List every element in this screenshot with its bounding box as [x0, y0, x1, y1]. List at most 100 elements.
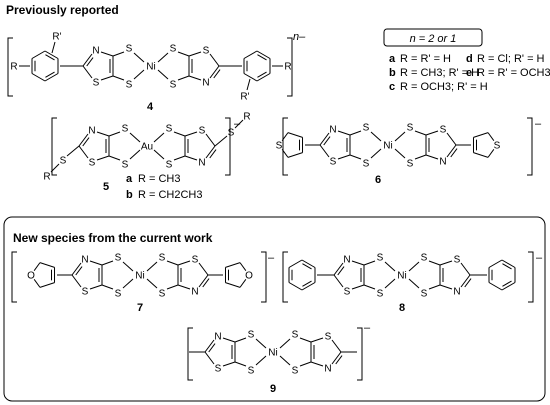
bond-line: [446, 132, 457, 146]
double-bond-line: [337, 266, 345, 276]
compound4-number: 4: [147, 101, 154, 113]
compound4-legend: a R = R' = H b R = CH3; R' = H c R = OCH…: [389, 53, 550, 93]
bond-line: [112, 51, 125, 57]
bond-line: [473, 132, 489, 138]
bond-line: [198, 262, 209, 276]
new-species-box: [3, 216, 546, 402]
bond-line: [146, 278, 158, 289]
bond-line: [51, 41, 56, 54]
bond-line: [243, 73, 258, 82]
compound6-number: 6: [375, 174, 381, 186]
double-bond-line: [86, 57, 94, 67]
bond-line: [460, 274, 471, 288]
bond-line: [501, 259, 516, 268]
compound9-charge: –: [364, 322, 371, 334]
double-bond-line: [302, 280, 312, 287]
sulfur-atom: S: [228, 128, 235, 139]
bond-line: [204, 339, 215, 353]
nitrogen-atom: N: [343, 255, 350, 266]
bond-line: [209, 65, 220, 79]
sulfur-atom: S: [89, 158, 96, 169]
double-bond-line: [502, 280, 512, 287]
double-bond-line: [502, 263, 512, 270]
bond-line: [112, 75, 125, 81]
sulfur-atom: S: [440, 125, 447, 136]
oxygen-atom: O: [27, 271, 35, 282]
bond-line: [428, 260, 441, 266]
bond-line: [279, 338, 291, 349]
bond-line: [488, 282, 503, 291]
bond-line: [281, 149, 289, 158]
nitrogen-atom: N: [439, 157, 446, 168]
legend5-b-key: b: [126, 189, 133, 201]
metal-atom: Ni: [397, 271, 406, 282]
bond-line: [331, 339, 342, 353]
sulfur-atom: S: [363, 123, 370, 134]
metal-atom: Ni: [268, 348, 277, 359]
bond-line: [96, 155, 110, 161]
double-bond-line: [464, 278, 472, 288]
bond-line: [370, 148, 382, 159]
compound7-number: 7: [137, 302, 143, 314]
legend4-a-text: R = R' = H: [400, 53, 451, 65]
compound6-charge: –: [535, 118, 542, 130]
double-bond-line: [75, 266, 83, 276]
new-section-title: New species from the current work: [13, 231, 213, 245]
bond-line: [100, 51, 114, 57]
bond-line: [446, 144, 457, 158]
bond-line: [133, 69, 145, 80]
bond-line: [363, 260, 376, 266]
sulfur-atom: S: [93, 78, 100, 89]
bond-line: [157, 69, 169, 80]
bond-line: [78, 145, 89, 159]
bond-line: [384, 261, 396, 272]
bond-line: [425, 130, 439, 136]
bond-line: [408, 261, 420, 272]
double-bond-line: [82, 137, 90, 147]
bond-line: [428, 284, 441, 290]
double-bond-line: [208, 343, 216, 353]
bond-line: [414, 154, 427, 160]
bond-line: [82, 65, 93, 79]
legend4-e-text: R = R' = OCH3: [477, 67, 550, 79]
substituent-R: R: [243, 112, 250, 123]
sulfur-atom: S: [115, 253, 122, 264]
double-bond-line: [45, 54, 55, 61]
double-bond-line: [302, 263, 312, 270]
bond-line: [214, 135, 228, 147]
bond-line: [288, 282, 303, 291]
sulfur-atom: S: [192, 255, 199, 266]
legend4-d-text: R = Cl; R' = H: [477, 53, 545, 65]
compound5-number: 5: [103, 181, 109, 193]
bond-line: [101, 260, 114, 266]
sulfur-atom: S: [166, 160, 173, 171]
oxygen-atom: O: [245, 271, 253, 282]
bond-line: [234, 361, 247, 367]
nitrogen-atom: N: [198, 158, 205, 169]
legend5-a-text: R = CH3: [138, 173, 181, 185]
sulfur-atom: S: [170, 44, 177, 55]
bond-line: [234, 337, 247, 343]
bond-line: [89, 260, 103, 266]
bond-line: [281, 132, 289, 141]
bond-line: [78, 133, 89, 147]
bond-line: [239, 262, 247, 271]
bond-line: [425, 154, 439, 160]
bond-line: [44, 73, 59, 82]
double-bond-line: [257, 54, 267, 61]
double-bond-line: [450, 148, 458, 158]
legend4-b-key: b: [389, 67, 396, 79]
right-bracket: [528, 251, 534, 303]
bond-line: [488, 259, 503, 268]
bond-line: [239, 279, 247, 288]
double-bond-line: [323, 136, 331, 146]
bond-line: [337, 154, 351, 160]
bond-line: [299, 361, 312, 367]
bond-line: [205, 145, 216, 159]
nitrogen-atom: N: [329, 125, 336, 136]
bond-line: [319, 144, 330, 158]
compound5-legend: a R = CH3 b R = CH2CH3: [126, 173, 203, 201]
sulfur-atom: S: [126, 44, 133, 55]
sulfur-atom: S: [159, 289, 166, 300]
